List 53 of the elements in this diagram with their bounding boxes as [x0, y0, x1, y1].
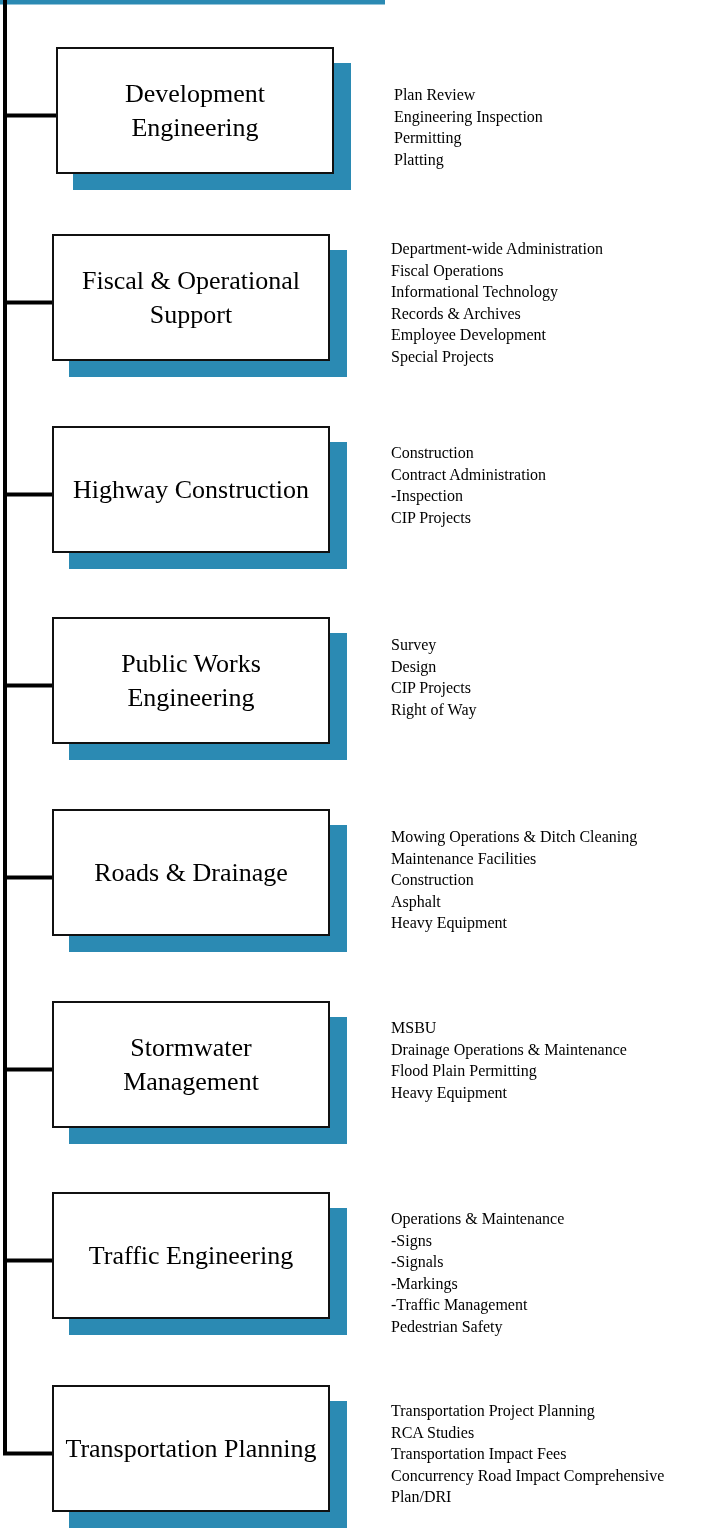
function-item: Survey	[391, 635, 438, 656]
function-item: Design	[391, 656, 438, 677]
department-title: Fiscal & Operational Support	[80, 264, 302, 331]
function-item: Employee Development	[391, 325, 548, 346]
function-item: Informational Technology	[391, 282, 559, 303]
function-item: Right of Way	[391, 699, 478, 720]
department-box	[52, 1385, 330, 1512]
function-item: Asphalt	[391, 891, 442, 912]
function-item: Heavy Equipment	[391, 913, 508, 934]
function-item: RCA Studies	[391, 1422, 476, 1443]
department-box	[52, 617, 330, 744]
function-item: -Signs	[391, 1230, 433, 1251]
department-title: Roads & Drainage	[94, 856, 288, 889]
function-item: Heavy Equipment	[391, 1082, 508, 1103]
function-item: Permitting	[394, 128, 463, 149]
function-item: CIP Projects	[391, 678, 472, 699]
function-item: Department-wide Administration	[391, 239, 604, 260]
function-item: Records & Archives	[391, 303, 522, 324]
department-title: Transportation Planning	[65, 1432, 317, 1465]
function-item: Construction	[391, 870, 475, 890]
function-item: Special Projects	[391, 346, 495, 367]
function-item: Plan Review	[394, 85, 477, 105]
department-title: Highway Construction	[72, 473, 310, 506]
function-item: CIP Projects	[391, 507, 472, 528]
function-item: Pedestrian Safety	[391, 1316, 504, 1337]
function-item: Operations & Maintenance	[391, 1209, 566, 1230]
function-item: -Traffic Management	[391, 1295, 529, 1316]
function-item: Platting	[394, 149, 445, 170]
department-title: Stormwater Management	[122, 1031, 260, 1098]
function-item: Fiscal Operations	[391, 260, 505, 281]
function-item: MSBU	[391, 1018, 438, 1038]
function-item: Concurrency Road Impact Comprehensive Plan/DRI	[391, 1465, 666, 1507]
department-box	[52, 1192, 330, 1319]
department-title: Development Engineering	[123, 77, 267, 144]
department-box	[56, 47, 334, 174]
function-item: Transportation Project Planning	[391, 1401, 596, 1422]
department-title: Public Works Engineering	[120, 647, 262, 714]
function-item: -Inspection	[391, 486, 464, 507]
function-item: Construction	[391, 443, 475, 463]
function-item: -Signals	[391, 1252, 445, 1273]
function-item: Contract Administration	[391, 464, 548, 485]
department-box	[52, 809, 330, 936]
function-item: Mowing Operations & Ditch Cleaning	[391, 827, 639, 848]
function-item: Maintenance Facilities	[391, 848, 538, 869]
department-box	[52, 426, 330, 553]
department-box	[52, 1001, 330, 1128]
function-item: Transportation Impact Fees	[391, 1444, 568, 1465]
function-item: -Markings	[391, 1273, 459, 1294]
function-item: Flood Plain Permitting	[391, 1061, 538, 1082]
function-item: Drainage Operations & Maintenance	[391, 1039, 628, 1060]
department-box	[52, 234, 330, 361]
function-item: Engineering Inspection	[394, 106, 544, 127]
department-title: Traffic Engineering	[88, 1239, 294, 1272]
